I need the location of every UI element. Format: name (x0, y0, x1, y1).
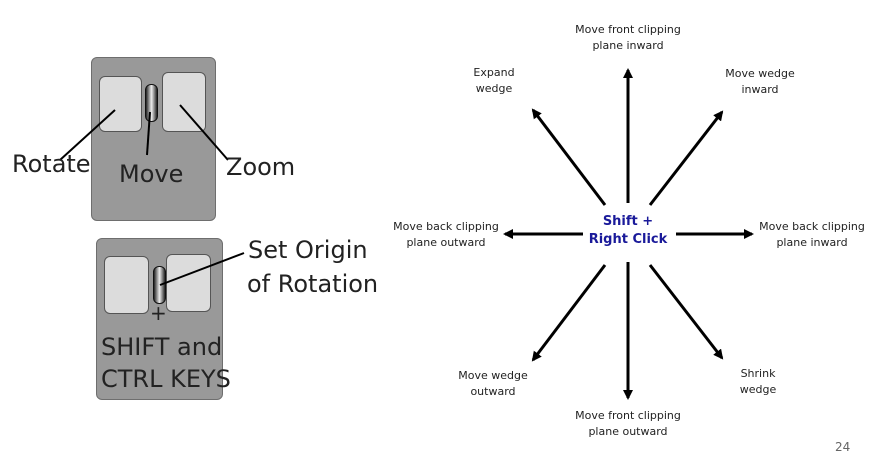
label-left-line2: plane outward (406, 236, 486, 249)
label-up-right-line1: Move wedge (725, 67, 795, 80)
center-label-line2: Right Click (588, 232, 668, 247)
label-right-line1: Move back clipping (759, 220, 865, 233)
origin-callout-line (159, 252, 245, 286)
label-left-line1: Move back clipping (393, 220, 499, 233)
keys-label-line2: CTRL KEYS (101, 365, 231, 393)
label-up-left-line2: wedge (475, 82, 513, 95)
label-up-line2: plane inward (592, 39, 664, 52)
label-down-right-line2: wedge (739, 383, 777, 396)
label-up-left: Expand wedge (454, 65, 534, 97)
label-down-right-line1: Shrink (740, 367, 776, 380)
label-down-right: Shrink wedge (718, 366, 798, 398)
label-up-line1: Move front clipping (575, 23, 681, 36)
scroll-wheel-2 (153, 266, 166, 304)
zoom-callout-line (179, 104, 229, 161)
arrow-down-right (648, 264, 724, 360)
label-down-left-line2: outward (470, 385, 516, 398)
center-label: Shift + Right Click (578, 213, 678, 249)
keys-label-line1: SHIFT and (101, 333, 223, 361)
arrow-up-left (531, 108, 607, 206)
label-up-right-line2: inward (741, 83, 779, 96)
left-mouse-button-2 (104, 256, 149, 314)
rotate-callout-line (59, 109, 116, 161)
left-mouse-button (99, 76, 142, 132)
set-origin-label-line2: of Rotation (247, 270, 379, 298)
label-down-left-line1: Move wedge (458, 369, 528, 382)
scroll-wheel (145, 84, 158, 122)
label-down-line2: plane outward (588, 425, 668, 438)
set-origin-label-line1: Set Origin (248, 236, 368, 264)
arrow-down-left (531, 264, 607, 362)
label-up-left-line1: Expand (473, 66, 515, 79)
right-mouse-button (162, 72, 206, 132)
move-label: Move (119, 160, 184, 188)
page-number: 24 (835, 440, 851, 454)
label-right-line2: plane inward (776, 236, 848, 249)
center-label-line1: Shift + (602, 214, 654, 229)
label-right: Move back clipping plane inward (754, 219, 870, 251)
label-left: Move back clipping plane outward (388, 219, 504, 251)
zoom-label: Zoom (226, 153, 296, 181)
label-up-right: Move wedge inward (715, 66, 805, 98)
label-down-line1: Move front clipping (575, 409, 681, 422)
label-up: Move front clipping plane inward (568, 22, 688, 54)
move-callout-line (146, 111, 151, 156)
plus-sign: + (150, 301, 167, 325)
arrow-up-right (648, 110, 724, 206)
label-down-left: Move wedge outward (448, 368, 538, 400)
label-down: Move front clipping plane outward (568, 408, 688, 440)
rotate-label: Rotate (12, 150, 91, 178)
